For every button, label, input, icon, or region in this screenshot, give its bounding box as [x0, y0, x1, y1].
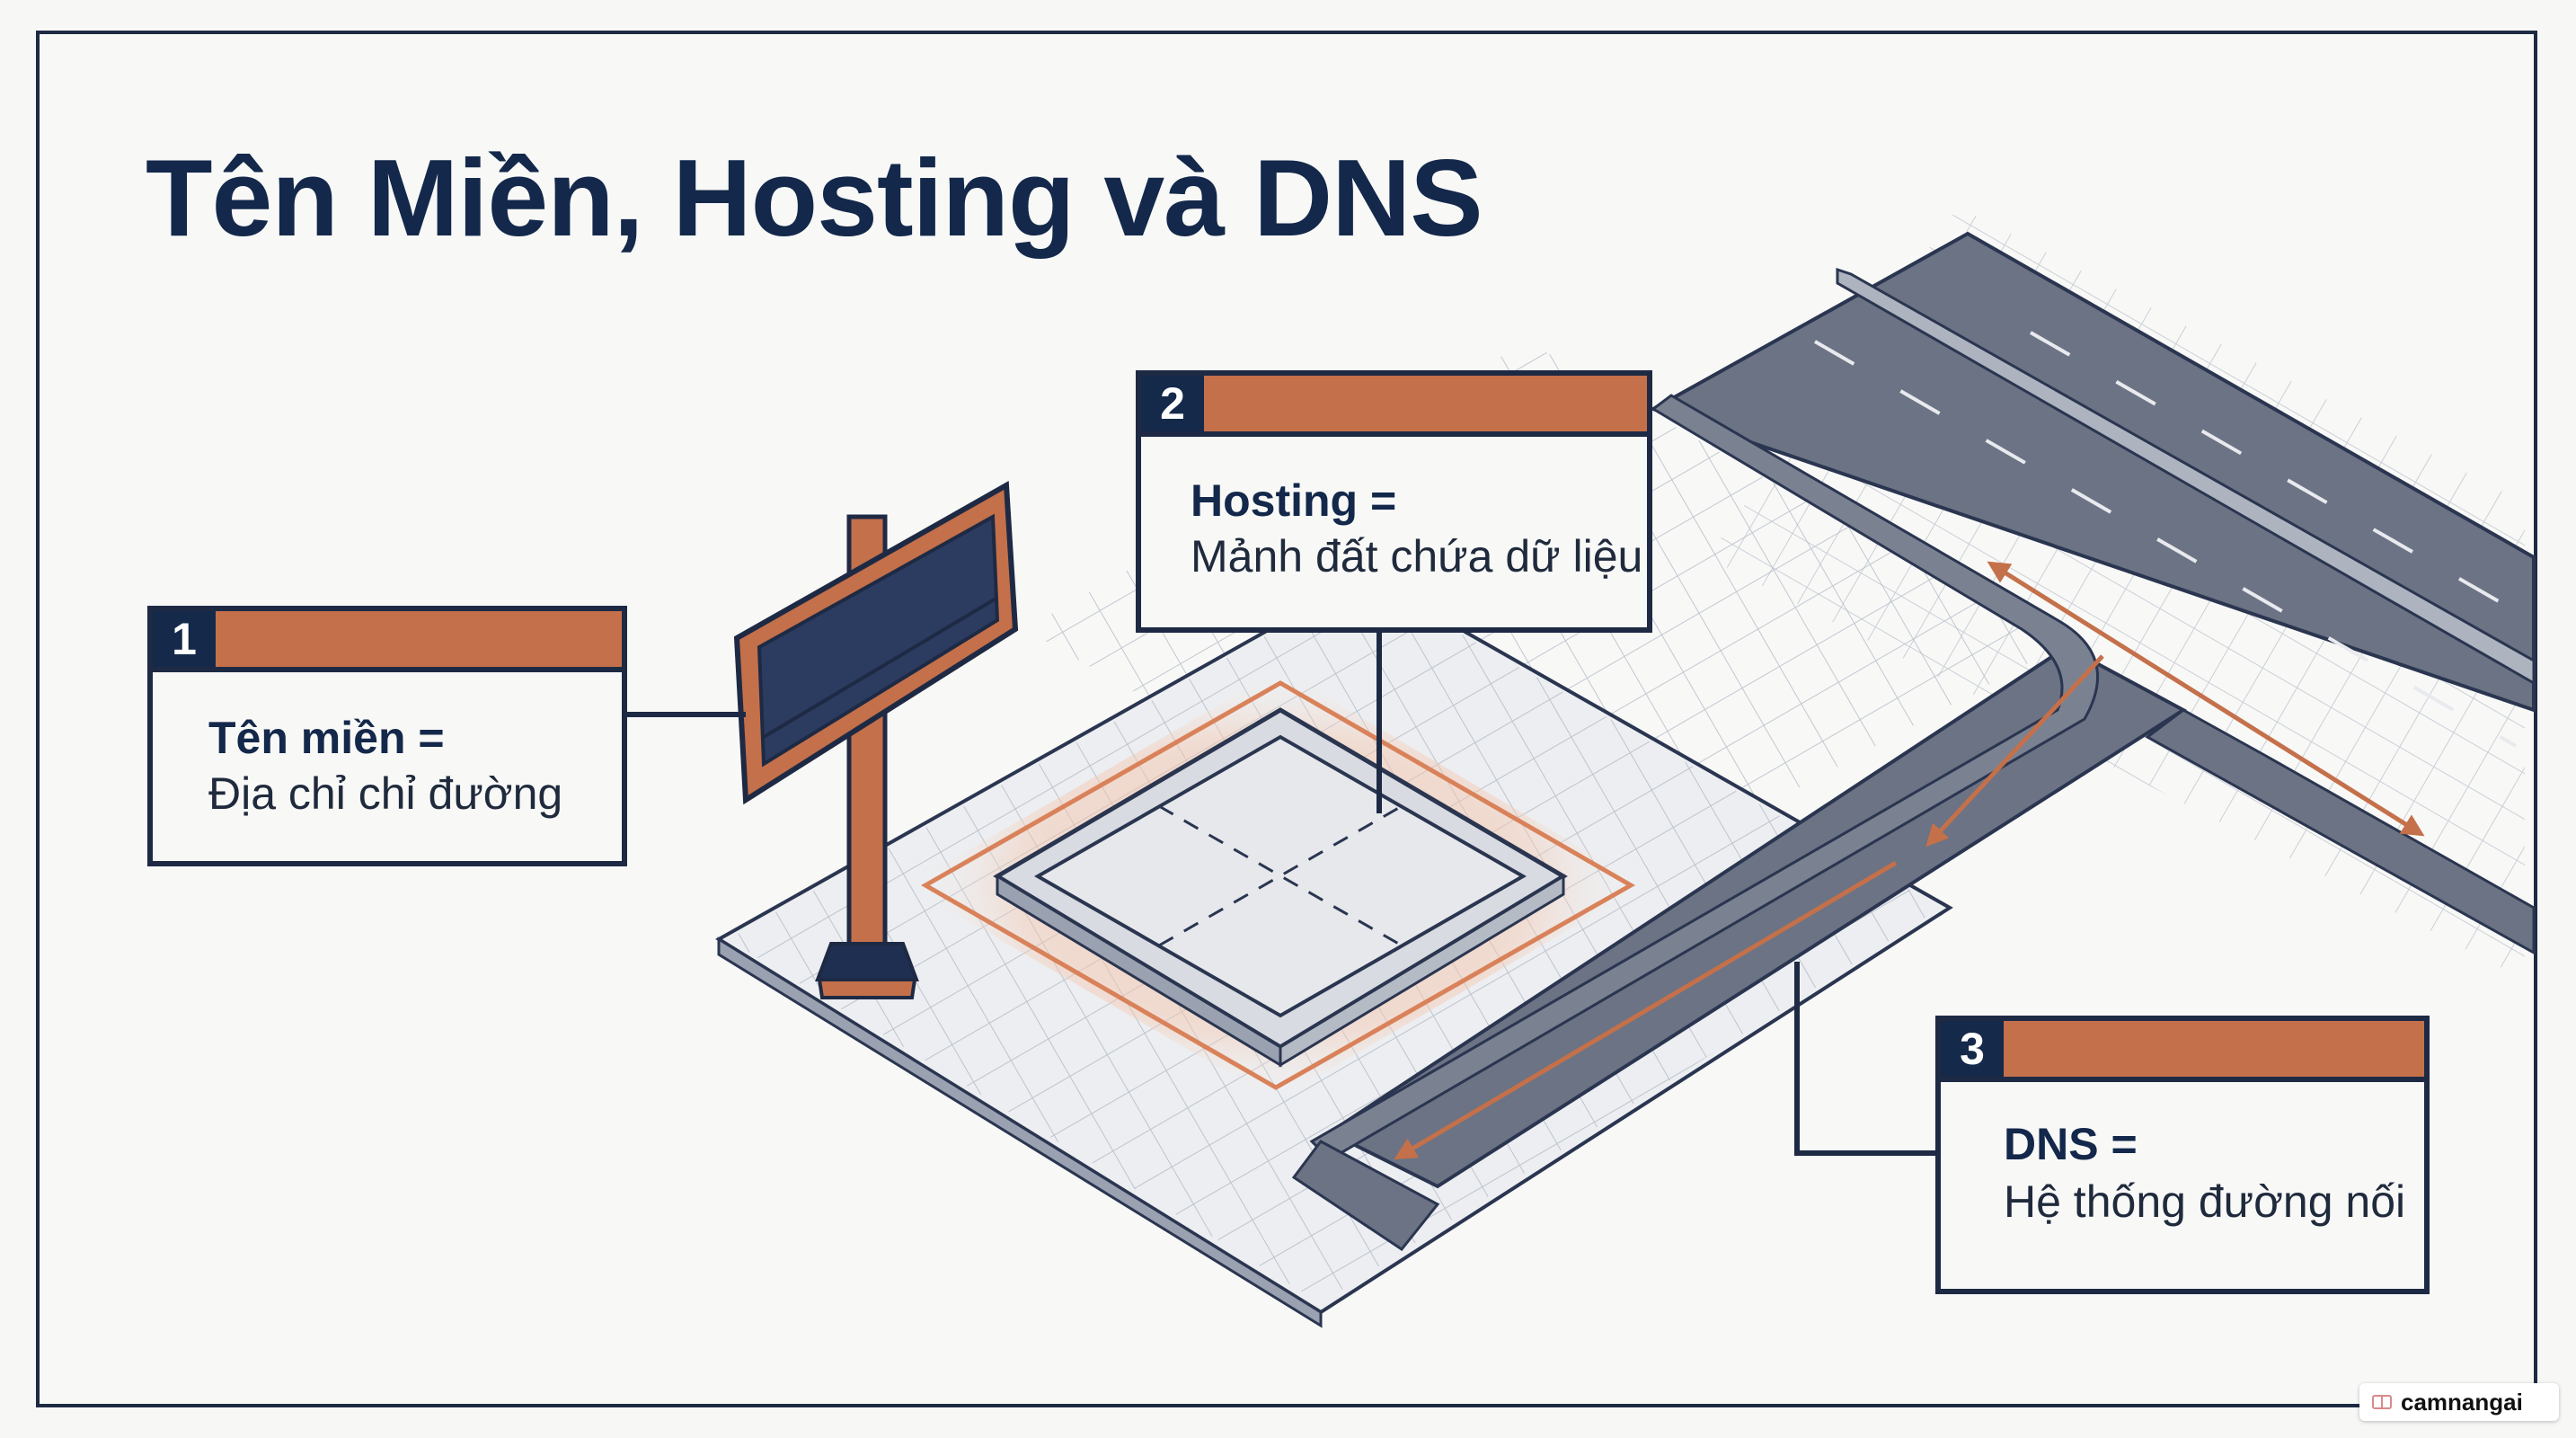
card-number: 2 — [1141, 376, 1204, 431]
card-value: Mảnh đất chứa dữ liệu — [1191, 531, 1643, 581]
card-header-bar — [1141, 376, 1647, 437]
card-header-bar — [153, 611, 622, 672]
gift-icon — [2372, 1395, 2392, 1409]
card-key: Tên miền = — [208, 713, 445, 763]
card-value: Địa chỉ chỉ đường — [208, 768, 563, 819]
page-title: Tên Miền, Hosting và DNS — [146, 137, 1483, 259]
domain-card: 1 Tên miền = Địa chỉ chỉ đường — [147, 606, 627, 866]
watermark-badge: camnangai — [2359, 1383, 2559, 1421]
card-number: 3 — [1941, 1021, 2004, 1077]
card-number: 1 — [153, 611, 216, 667]
hosting-card: 2 Hosting = Mảnh đất chứa dữ liệu — [1136, 370, 1652, 633]
road-system — [1291, 231, 2536, 1252]
card-value: Hệ thống đường nối — [2004, 1176, 2406, 1227]
card-key: Hosting = — [1191, 475, 1397, 526]
connectors — [624, 629, 1939, 1156]
dns-card: 3 DNS = Hệ thống đường nối — [1935, 1016, 2430, 1294]
watermark-text: camnangai — [2401, 1388, 2523, 1416]
card-key: DNS = — [2004, 1119, 2138, 1169]
signboard — [733, 481, 1019, 999]
card-header-bar — [1941, 1021, 2424, 1082]
hosting-plot — [907, 670, 1644, 1101]
